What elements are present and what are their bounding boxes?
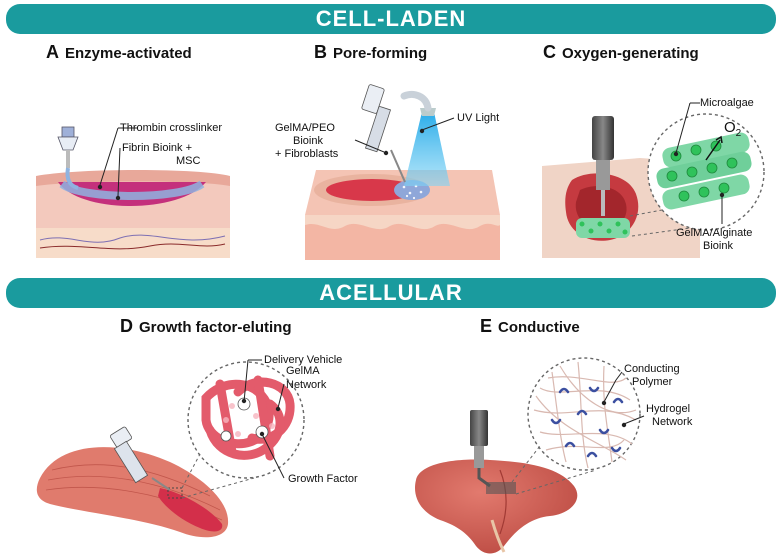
panel-c-title: C Oxygen-generating: [543, 42, 699, 63]
gelma-alginate-label: GelMA/Alginate: [676, 227, 752, 239]
uv-light-label: UV Light: [457, 112, 499, 124]
panel-b-letter: B: [314, 42, 327, 62]
bioink-label-b: Bioink: [293, 135, 323, 147]
panel-c-illustration: O2 Microalgae GelMA/Alginate Bioink: [542, 97, 765, 258]
polymer-label: Polymer: [632, 376, 673, 388]
gelma-label-d: GelMA: [286, 365, 320, 377]
panel-e-heading: Conductive: [498, 319, 580, 336]
uv-light-beam: [404, 112, 450, 186]
fibroblasts-label: + Fibroblasts: [275, 148, 339, 160]
panel-a-illustration: Thrombin crosslinker Fibrin Bioink + MSC: [36, 122, 230, 258]
panel-d-title: D Growth factor-eluting: [120, 316, 292, 337]
panel-d-illustration: Delivery Vehicle GelMA Network Growth Fa…: [36, 354, 358, 538]
panel-a-letter: A: [46, 42, 59, 62]
panel-b-heading: Pore-forming: [333, 45, 428, 62]
thrombin-layer: [59, 180, 205, 200]
o2-text: O: [724, 119, 736, 136]
thrombin-crosslinker-label: Thrombin crosslinker: [120, 122, 222, 134]
wound-bed: [326, 179, 418, 201]
bioprinter-syringe-icon: [361, 84, 406, 183]
hydrogel-network-label: Network: [652, 416, 693, 428]
o2-subscript: 2: [736, 128, 742, 139]
panel-c-letter: C: [543, 42, 556, 62]
panel-c-heading: Oxygen-generating: [562, 45, 699, 62]
panel-d-letter: D: [120, 316, 133, 336]
gelma-peo-label: GelMA/PEO: [275, 122, 335, 134]
injector-syringe-icon: [110, 426, 171, 491]
panel-a-heading: Enzyme-activated: [65, 45, 192, 62]
microalgae-cells: [666, 140, 738, 202]
liver-organ: [415, 459, 578, 554]
panel-d-heading: Growth factor-eluting: [139, 319, 292, 336]
msc-label: MSC: [176, 155, 201, 167]
network-label-d: Network: [286, 379, 327, 391]
delivery-vehicle-label: Delivery Vehicle: [264, 354, 342, 366]
print-nozzle-icon: [592, 116, 614, 216]
conducting-polymer-strands: [550, 386, 624, 458]
conducting-label: Conducting: [624, 363, 680, 375]
fibrin-bioink-label: Fibrin Bioink +: [122, 142, 192, 154]
conductive-patch: [486, 482, 516, 494]
polymer-magnified-circle: [527, 357, 641, 471]
panel-e-title: E Conductive: [480, 316, 580, 337]
syringe-icon: [57, 126, 79, 168]
panel-e-letter: E: [480, 316, 493, 336]
gelma-network: [201, 375, 295, 461]
muscle-wound: [158, 488, 223, 532]
cell-laden-banner: CELL-LADEN: [6, 4, 776, 34]
panel-a-title: A Enzyme-activated: [46, 42, 192, 63]
panel-b-illustration: GelMA/PEO Bioink + Fibroblasts UV Light: [275, 84, 500, 260]
bioink-label-c: Bioink: [703, 240, 733, 252]
growth-factor-label: Growth Factor: [288, 473, 358, 485]
panel-e-illustration: Conducting Polymer Hydrogel Network: [415, 357, 693, 554]
hydrogel-label: Hydrogel: [646, 403, 690, 415]
printed-algae-bioink: [576, 218, 630, 238]
microalgae-label: Microalgae: [700, 97, 754, 109]
acellular-banner: ACELLULAR: [6, 278, 776, 308]
o2-label: O2: [724, 119, 742, 139]
panel-b-title: B Pore-forming: [314, 42, 427, 63]
conductive-nozzle-icon: [470, 410, 491, 488]
